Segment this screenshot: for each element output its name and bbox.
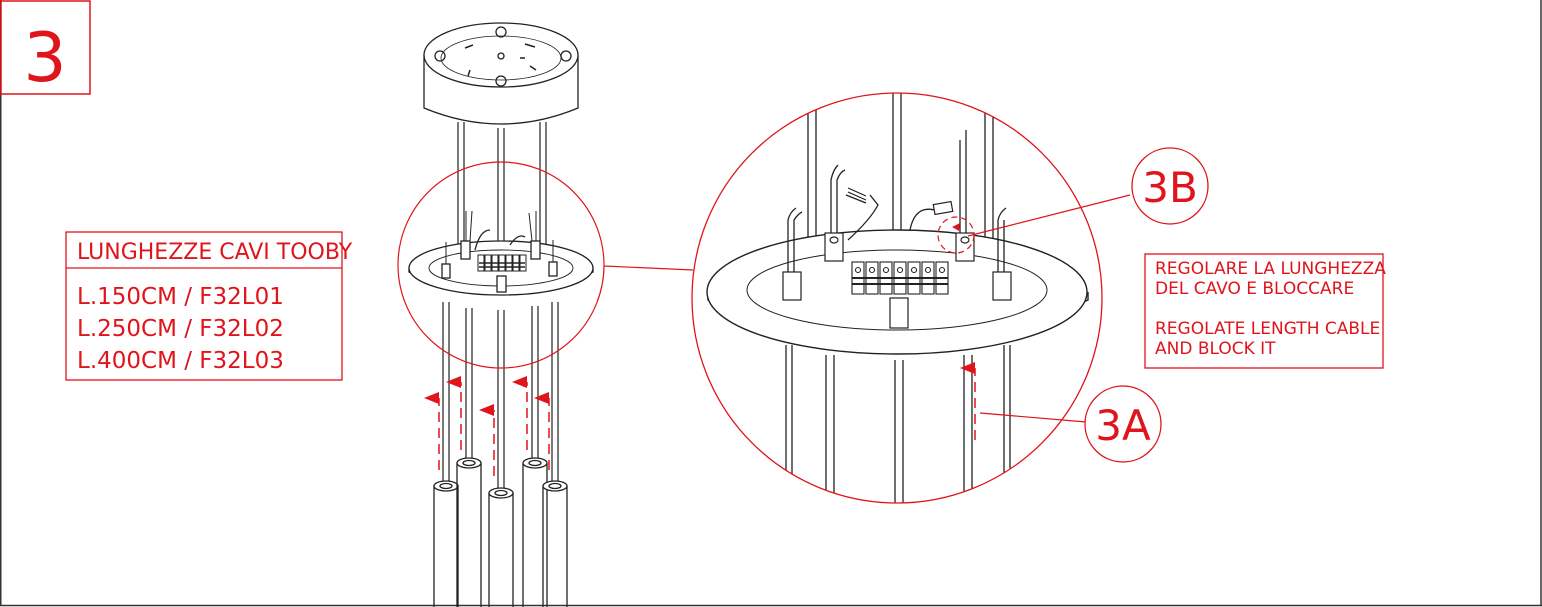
instruction-en-line1: REGOLATE LENGTH CABLE — [1155, 319, 1380, 339]
pendant-cables — [442, 302, 559, 490]
cable-table-row: L.400CM / F32L03 — [77, 348, 284, 374]
detail-leader-line — [603, 265, 694, 271]
cable-table-title: LUNGHEZZE CAVI TOOBY — [77, 240, 353, 265]
callout-3a: 3A — [979, 385, 1162, 463]
detail-circle-large — [691, 92, 1103, 504]
instruction-it-line1: REGOLARE LA LUNGHEZZA — [1155, 259, 1386, 279]
callout-3b-label: 3B — [1142, 163, 1198, 212]
terminal-block — [851, 261, 949, 295]
step-number-box: 3 — [0, 0, 91, 98]
cable-length-table: LUNGHEZZE CAVI TOOBY L.150CM / F32L01 L.… — [65, 231, 353, 381]
suspension-rods — [457, 122, 547, 250]
cable-up-arrows — [424, 376, 550, 476]
instruction-en-line2: AND BLOCK IT — [1155, 339, 1276, 359]
pendant-tubes — [433, 457, 568, 607]
detail-circle-small — [397, 161, 605, 369]
mounting-plate-small — [408, 210, 594, 296]
detail-zoom — [706, 93, 1089, 503]
ceiling-canopy — [423, 22, 579, 125]
cable-table-row: L.150CM / F32L01 — [77, 284, 284, 310]
terminal-block-small — [477, 254, 527, 272]
callout-3b: 3B — [967, 147, 1209, 237]
cable-table-row: L.250CM / F32L02 — [77, 316, 284, 342]
step-number: 3 — [23, 19, 66, 98]
callout-3a-label: 3A — [1095, 401, 1151, 450]
instruction-it-line2: DEL CAVO E BLOCCARE — [1155, 279, 1354, 299]
instruction-box: REGOLARE LA LUNGHEZZA DEL CAVO E BLOCCAR… — [1144, 253, 1386, 369]
cable-grips — [782, 232, 1012, 329]
